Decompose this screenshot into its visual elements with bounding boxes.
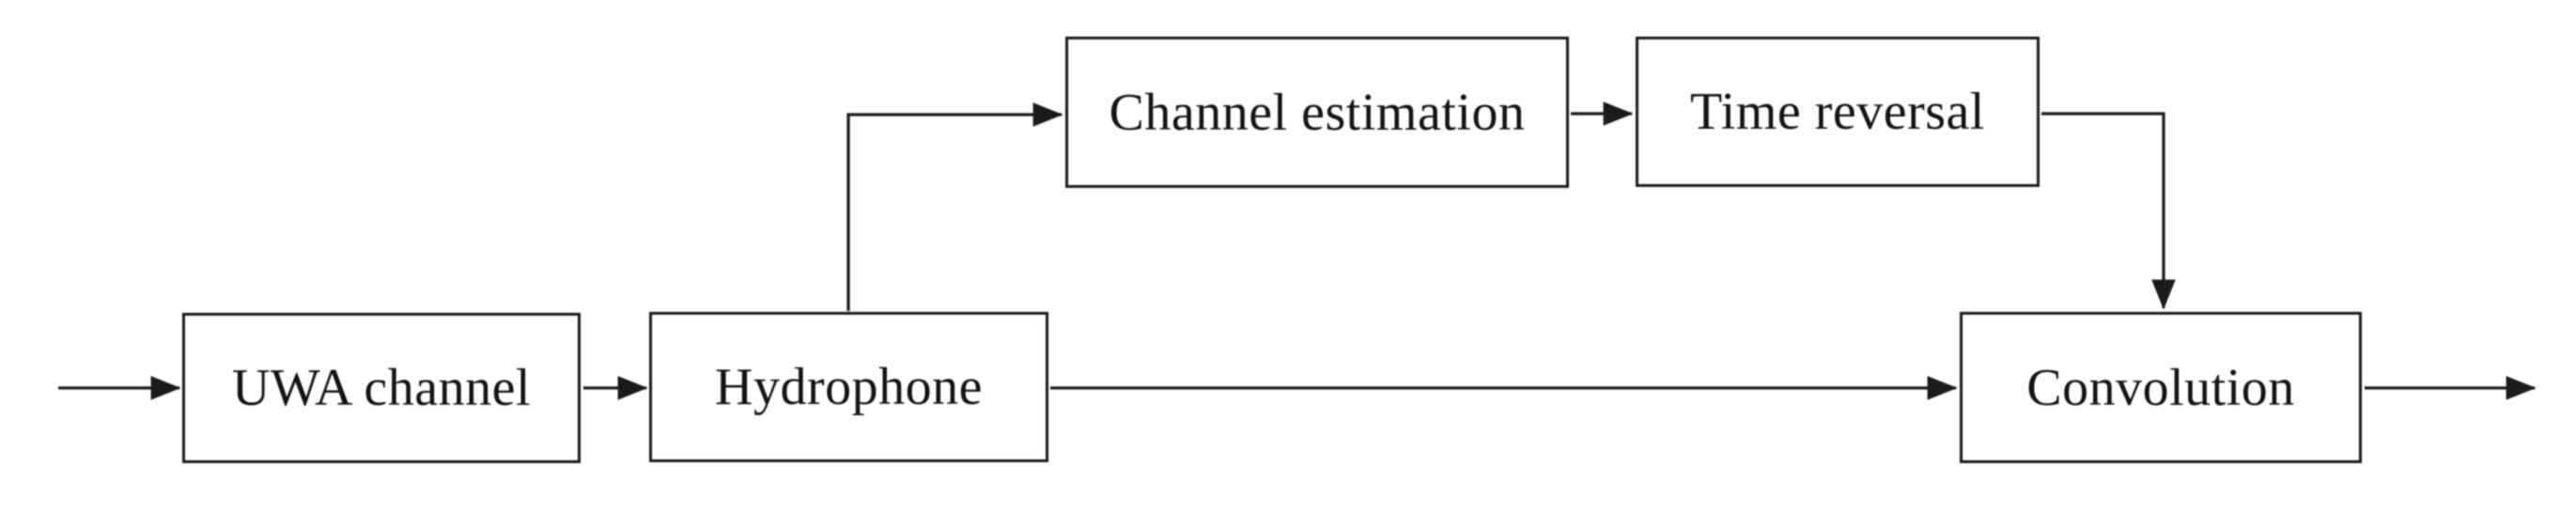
node-channel-estimation-label: Channel estimation <box>1109 83 1526 142</box>
node-hydrophone-label: Hydrophone <box>715 358 983 416</box>
node-convolution-label: Convolution <box>2026 358 2295 417</box>
node-uwa-channel-label: UWA channel <box>231 359 532 417</box>
node-uwa-channel: UWA channel <box>182 313 581 463</box>
node-channel-estimation: Channel estimation <box>1065 37 1569 188</box>
node-time-reversal: Time reversal <box>1636 37 2040 187</box>
node-time-reversal-label: Time reversal <box>1690 83 1985 141</box>
node-hydrophone: Hydrophone <box>649 312 1048 462</box>
arrow-time-reversal-to-convolution <box>2041 112 2176 310</box>
node-convolution: Convolution <box>1960 312 2362 463</box>
arrow-hydrophone-to-channel-estimation <box>846 102 1063 311</box>
